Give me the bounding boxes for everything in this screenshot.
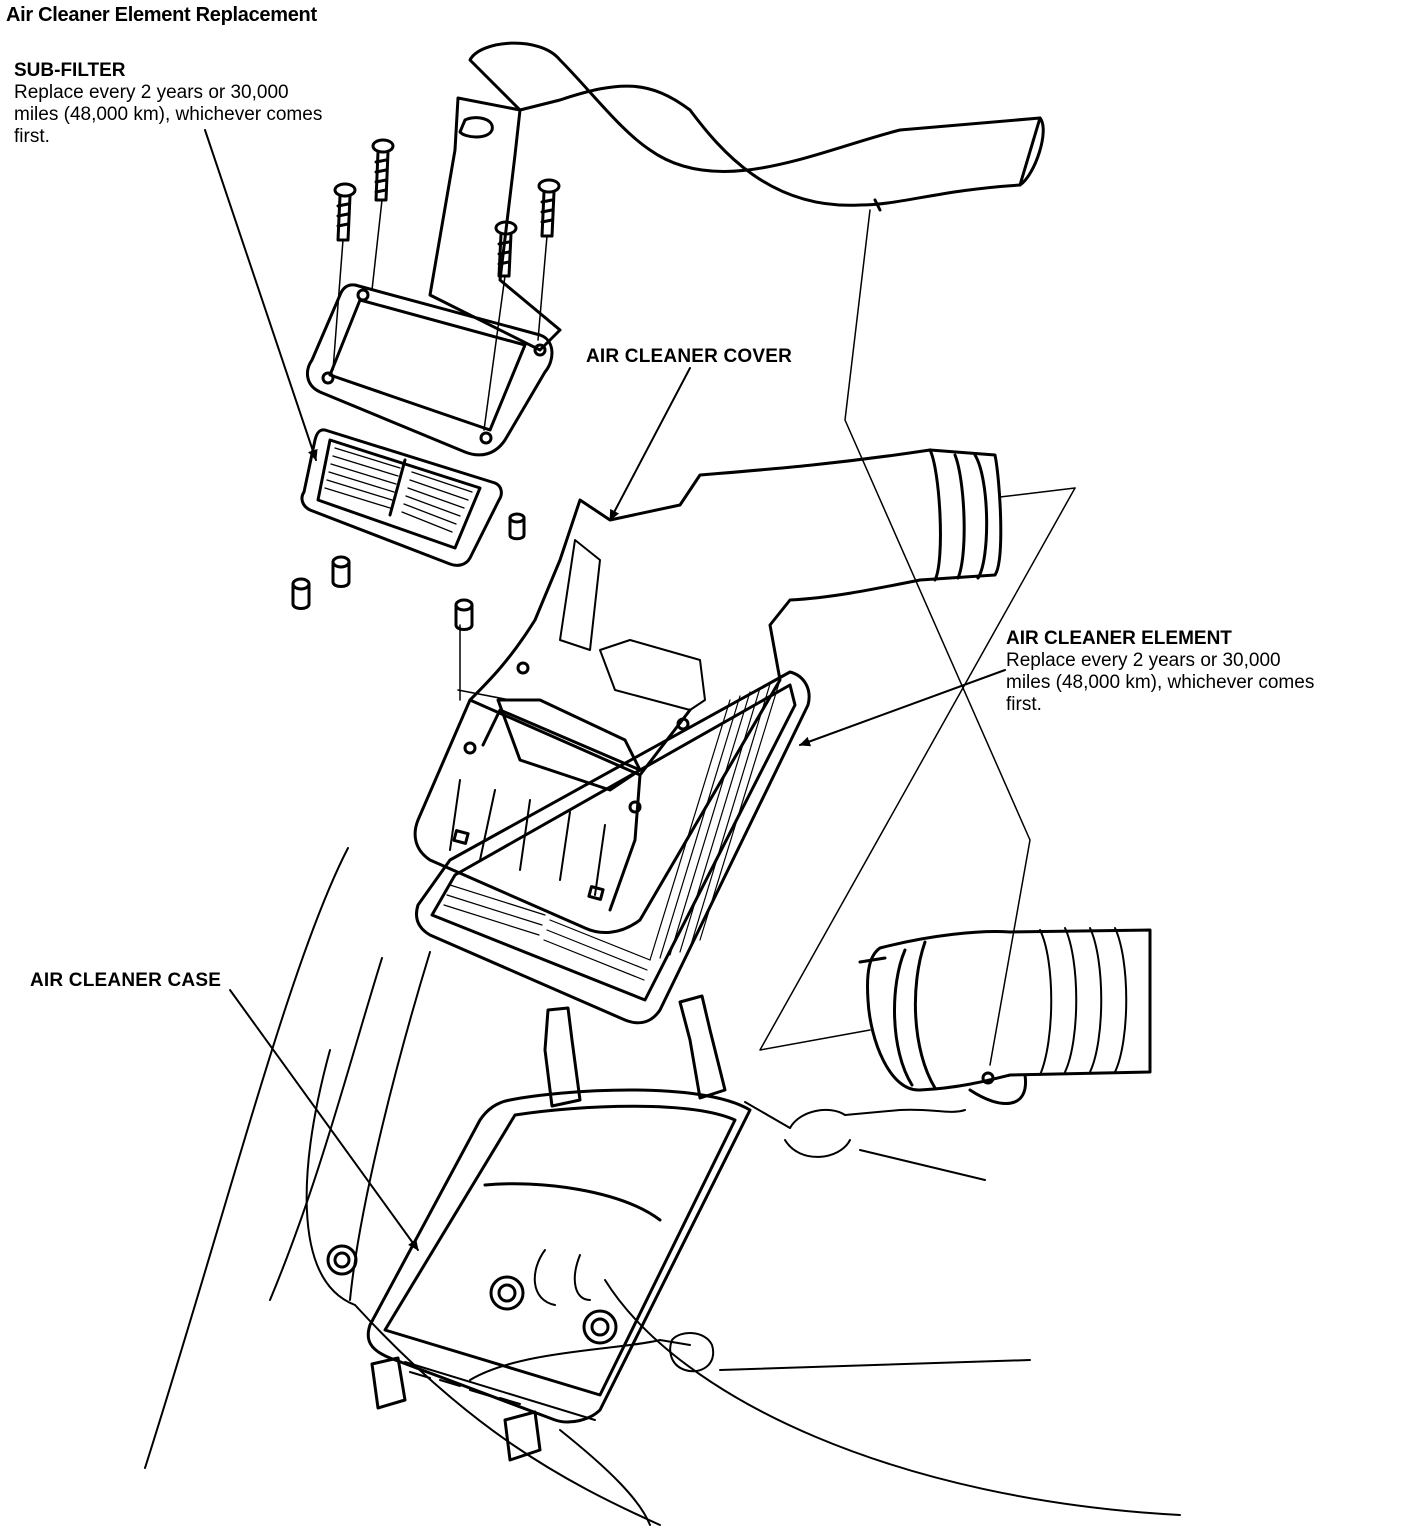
sub-filter [302,430,501,566]
sub-filter-note-line1: Replace every 2 years or 30,000 [14,82,289,103]
air-cleaner-element-label: AIR CLEANER ELEMENT [1006,628,1232,649]
case-clips [372,996,725,1460]
air-cleaner-cover-label: AIR CLEANER COVER [586,346,793,367]
sub-filter-label: SUB-FILTER [14,60,126,81]
cover-leader [610,368,690,520]
sub-filter-cover-plate [307,285,551,455]
grommets [293,514,524,630]
sub-filter-callout: SUB-FILTER Replace every 2 years or 30,0… [14,60,322,148]
bolt [539,180,559,236]
bolt [373,140,393,200]
intake-snorkel [430,43,1043,350]
sub-filter-note-line3: first. [14,126,50,147]
sub-filter-note-line2: miles (48,000 km), whichever comes [14,104,323,125]
intake-tube [860,928,1150,1104]
element-note-line2: miles (48,000 km), whichever comes [1006,672,1315,693]
bolt [335,184,355,240]
element-note-line1: Replace every 2 years or 30,000 [1006,650,1281,671]
intake-temp-sensor [745,1102,985,1180]
mounting-bolts [333,140,559,430]
sub-filter-leader [205,130,318,460]
assembly-guide-lines [458,210,1075,1065]
bolt [496,222,516,276]
wiring-harness [470,1333,713,1380]
air-cleaner-case-label: AIR CLEANER CASE [30,970,222,991]
air-cleaner-element-callout: AIR CLEANER ELEMENT Replace every 2 year… [1006,628,1314,716]
case-leader [230,990,418,1250]
air-cleaner-element [417,672,810,1023]
diagram-title: Air Cleaner Element Replacement [6,4,317,26]
fender-outline [145,848,1180,1525]
element-leader [800,670,1005,747]
air-cleaner-case [328,1090,750,1422]
air-cleaner-cover [415,450,1001,933]
element-note-line3: first. [1006,694,1042,715]
callout-leaders [205,130,1005,1250]
